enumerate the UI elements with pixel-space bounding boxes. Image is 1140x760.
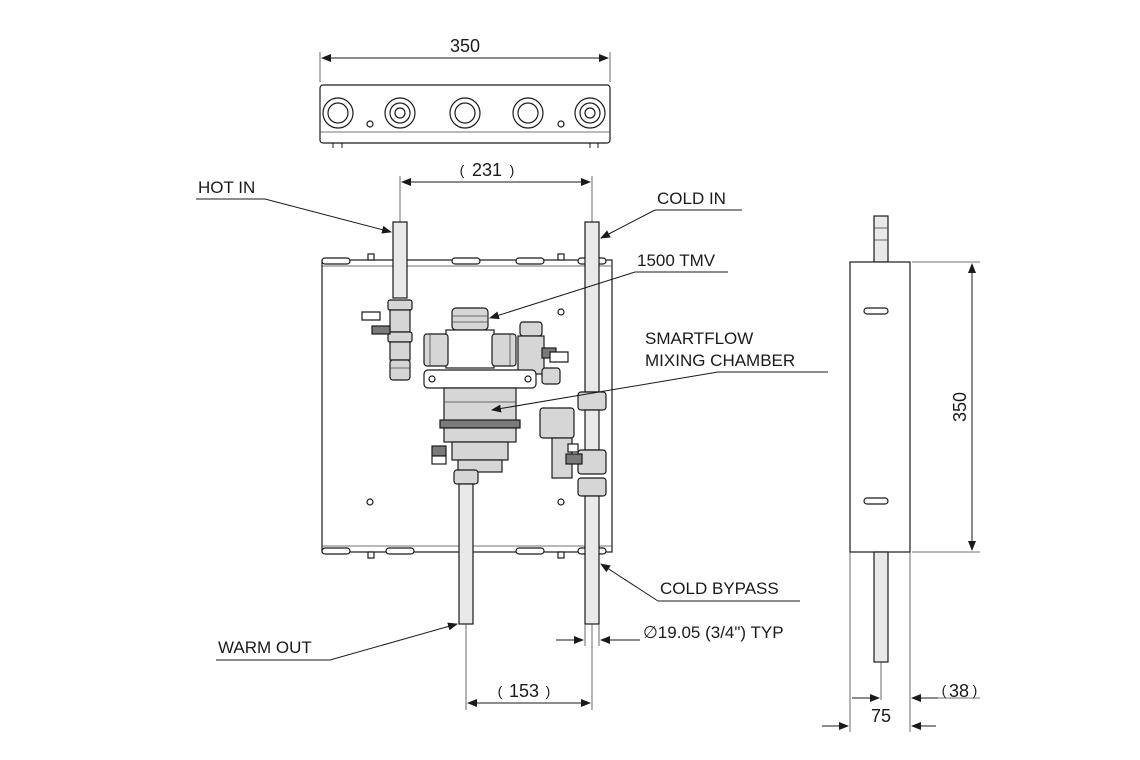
hot-in-pipe xyxy=(361,221,413,381)
dim-outlet-spacing-value: 153 xyxy=(509,681,539,701)
top-port-5 xyxy=(574,97,606,129)
mount-hole xyxy=(366,498,374,506)
dim-side-height-value: 350 xyxy=(950,392,970,422)
cold-inlet-valve xyxy=(517,321,569,385)
top-port-1 xyxy=(322,97,354,129)
dim-side-pipe-offset-value: 38 xyxy=(949,681,969,701)
paren-close: ) xyxy=(546,683,551,699)
paren-close: ) xyxy=(973,682,978,698)
callout-cold-bypass: COLD BYPASS xyxy=(600,563,800,602)
dimension-outlet-spacing: ( 153 ) xyxy=(465,662,593,710)
callout-smartflow: SMARTFLOW MIXING CHAMBER xyxy=(491,329,828,413)
dimension-side-height: 350 xyxy=(912,261,980,553)
mount-hole xyxy=(557,308,565,316)
dim-top-width-value: 350 xyxy=(450,36,480,56)
top-port-2 xyxy=(384,97,416,129)
side-bottom-pipe xyxy=(873,551,889,663)
cold-in-label: COLD IN xyxy=(657,189,726,208)
smartflow-label-line1: SMARTFLOW xyxy=(645,329,753,348)
side-view xyxy=(849,215,911,732)
callout-tmv: 1500 TMV xyxy=(489,251,728,320)
side-top-pipe xyxy=(873,215,889,263)
dimension-pipe-diameter: ∅19.05 (3/4") TYP xyxy=(556,623,784,646)
hot-in-label: HOT IN xyxy=(198,178,255,197)
dim-side-depth-value: 75 xyxy=(871,706,891,726)
cold-bypass-valve xyxy=(539,407,583,479)
dimension-inlet-spacing: ( 231 ) xyxy=(399,160,593,222)
cold-in-pipe xyxy=(577,221,607,625)
dim-inlet-spacing-value: 231 xyxy=(472,160,502,180)
callout-cold-in: COLD IN xyxy=(600,189,742,239)
mount-hole xyxy=(557,120,565,128)
paren-open: ( xyxy=(942,682,947,698)
paren-close: ) xyxy=(510,162,515,178)
dimension-side-depth: 75 xyxy=(822,700,936,732)
warm-out-label: WARM OUT xyxy=(218,638,312,657)
paren-open: ( xyxy=(460,162,465,178)
top-view xyxy=(319,84,611,148)
callout-hot-in: HOT IN xyxy=(196,178,392,234)
callout-warm-out: WARM OUT xyxy=(216,622,458,661)
mount-hole xyxy=(557,498,565,506)
smartflow-mixing-chamber xyxy=(423,369,537,473)
smartflow-label-line2: MIXING CHAMBER xyxy=(645,351,795,370)
tmv-label: 1500 TMV xyxy=(637,251,716,270)
mount-hole xyxy=(366,120,374,128)
top-port-3 xyxy=(449,97,481,129)
cold-bypass-label: COLD BYPASS xyxy=(660,579,779,598)
front-view xyxy=(321,221,613,662)
paren-open: ( xyxy=(498,683,503,699)
dimension-top-width: 350 xyxy=(319,36,611,82)
warm-out-pipe xyxy=(453,469,479,625)
tmv-valve xyxy=(423,307,517,369)
dimension-side-pipe-offset: ( 38 ) xyxy=(852,681,980,702)
side-body xyxy=(849,261,911,553)
top-port-4 xyxy=(512,97,544,129)
pipe-diameter-label: ∅19.05 (3/4") TYP xyxy=(643,623,784,642)
